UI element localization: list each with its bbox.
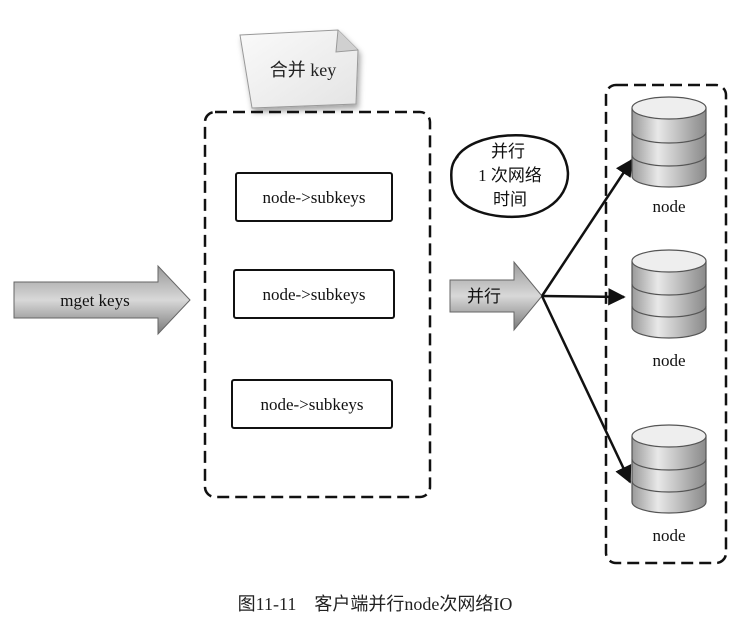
merge-key-label: 合并 key xyxy=(270,60,337,80)
node-database: node xyxy=(631,96,707,216)
client-dashed-container xyxy=(203,110,432,499)
subkey-label: node->subkeys xyxy=(262,285,365,304)
mget-keys-label: mget keys xyxy=(60,291,129,310)
subkey-box: node->subkeys xyxy=(235,172,393,222)
parallel-note-line: 并行 xyxy=(491,142,525,161)
database-icon xyxy=(631,424,707,514)
subkey-box: node->subkeys xyxy=(231,379,393,429)
database-icon xyxy=(631,249,707,339)
subkey-label: node->subkeys xyxy=(260,395,363,414)
fanout-arrow xyxy=(540,158,634,297)
parallel-arrow-label: 并行 xyxy=(467,287,501,306)
nodes-dashed-container xyxy=(604,83,728,565)
node-label: node xyxy=(652,197,685,216)
parallel-time-note: 并行 1 次网络 时间 xyxy=(450,134,570,219)
fanout-arrow xyxy=(541,288,626,306)
node-label: node xyxy=(652,351,685,370)
node-database: node xyxy=(631,249,707,370)
fanout-arrow xyxy=(540,295,632,484)
database-icon xyxy=(631,96,707,188)
subkey-label: node->subkeys xyxy=(262,188,365,207)
figure-number: 图11-11 xyxy=(237,594,297,614)
figure-title: 客户端并行node次网络IO xyxy=(314,594,513,614)
node-database: node xyxy=(631,424,707,545)
parallel-note-line: 1 次网络 xyxy=(478,166,542,185)
subkey-box: node->subkeys xyxy=(233,269,395,319)
parallel-arrow: 并行 xyxy=(449,260,543,332)
figure-caption: 图11-11 客户端并行node次网络IO xyxy=(0,590,750,616)
parallel-note-line: 时间 xyxy=(493,190,527,209)
merge-key-note: 合并 key xyxy=(239,29,359,109)
mget-keys-arrow: mget keys xyxy=(13,264,191,336)
node-label: node xyxy=(652,526,685,545)
